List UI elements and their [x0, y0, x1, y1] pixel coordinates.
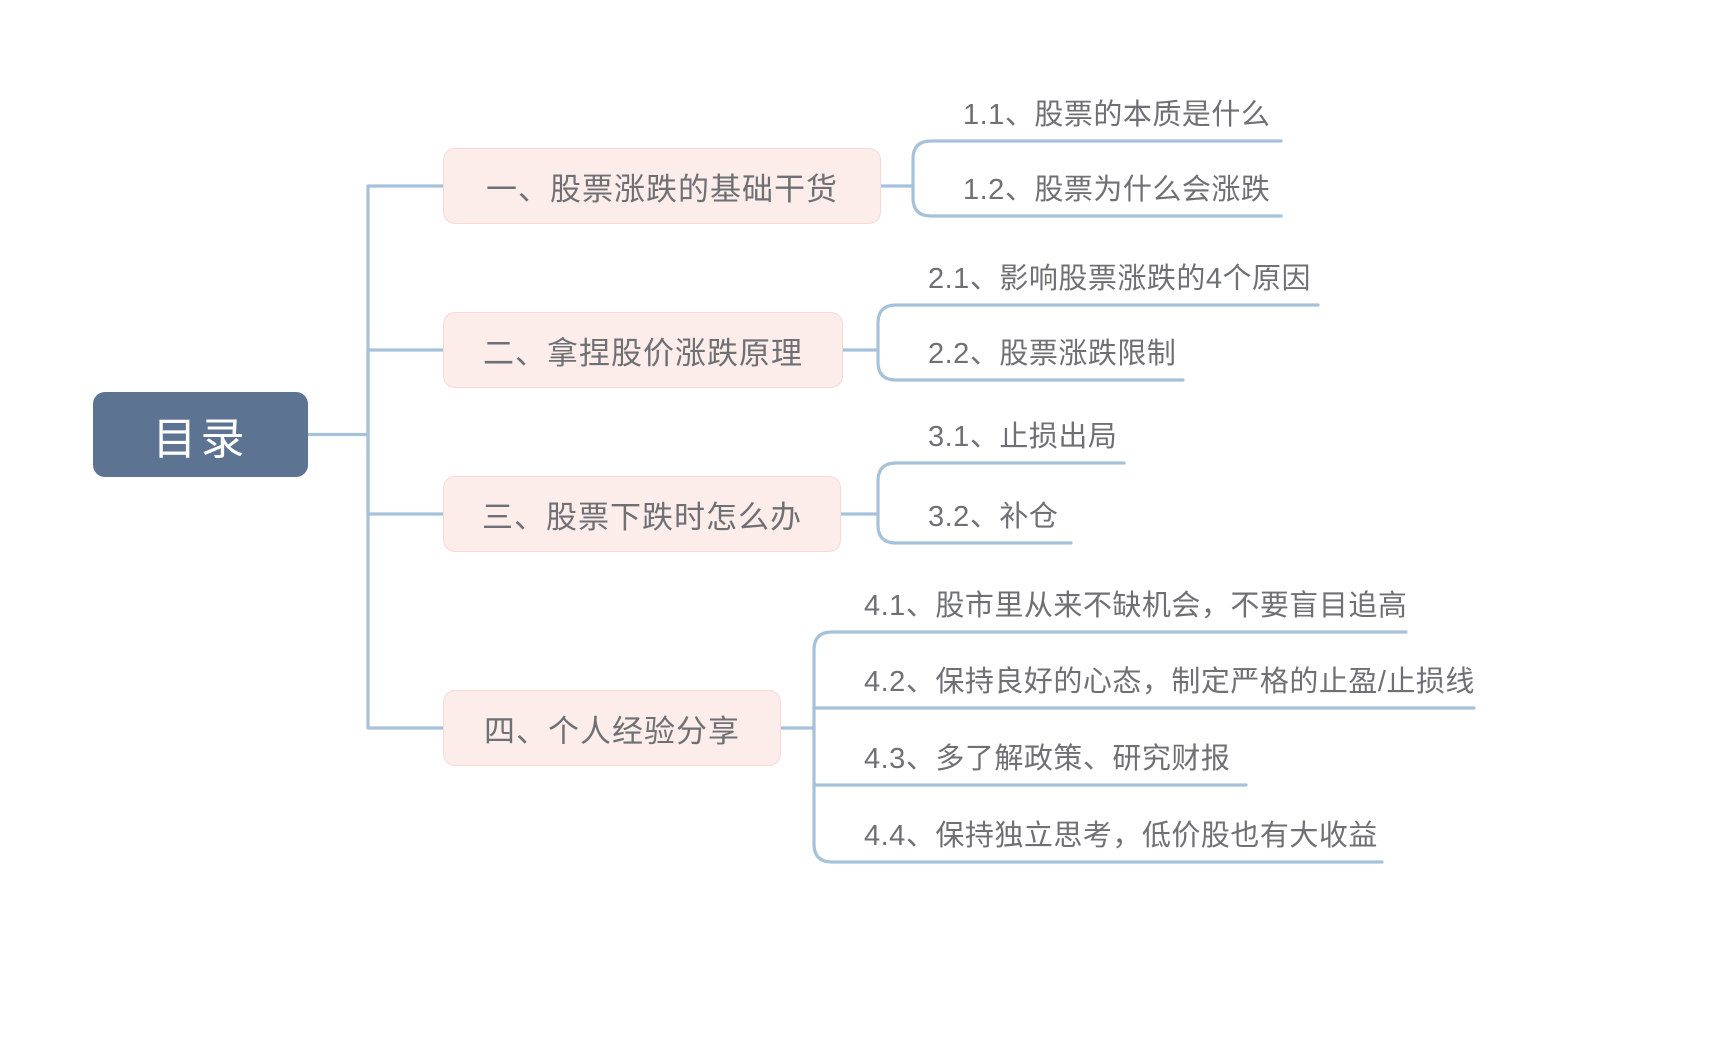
leaf-node-3-2[interactable]: 3.2、补仓 [928, 501, 1059, 533]
branch-node-label: 二、拿捏股价涨跌原理 [483, 335, 803, 371]
leaf-node-4-1[interactable]: 4.1、股市里从来不缺机会，不要盲目追高 [864, 590, 1408, 622]
branch-node-2[interactable]: 二、拿捏股价涨跌原理 [443, 312, 843, 388]
leaf-node-2-2[interactable]: 2.2、股票涨跌限制 [928, 338, 1177, 370]
root-node-label: 目录 [152, 414, 249, 464]
leaf-node-4-2[interactable]: 4.2、保持良好的心态，制定严格的止盈/止损线 [864, 666, 1475, 698]
leaf-node-1-1[interactable]: 1.1、股票的本质是什么 [963, 99, 1271, 131]
leaf-node-4-3[interactable]: 4.3、多了解政策、研究财报 [864, 743, 1231, 775]
branch-node-label: 三、股票下跌时怎么办 [482, 499, 802, 535]
root-node[interactable]: 目录 [93, 392, 308, 477]
branch-node-1[interactable]: 一、股票涨跌的基础干货 [443, 148, 881, 224]
branch-node-label: 一、股票涨跌的基础干货 [486, 171, 838, 207]
branch-node-3[interactable]: 三、股票下跌时怎么办 [443, 476, 841, 552]
branch-node-label: 四、个人经验分享 [484, 713, 740, 749]
leaf-node-1-2[interactable]: 1.2、股票为什么会涨跌 [963, 174, 1271, 206]
leaf-node-2-1[interactable]: 2.1、影响股票涨跌的4个原因 [928, 263, 1311, 295]
leaf-node-3-1[interactable]: 3.1、止损出局 [928, 421, 1118, 453]
leaf-node-4-4[interactable]: 4.4、保持独立思考，低价股也有大收益 [864, 820, 1378, 852]
branch-node-4[interactable]: 四、个人经验分享 [443, 690, 781, 766]
